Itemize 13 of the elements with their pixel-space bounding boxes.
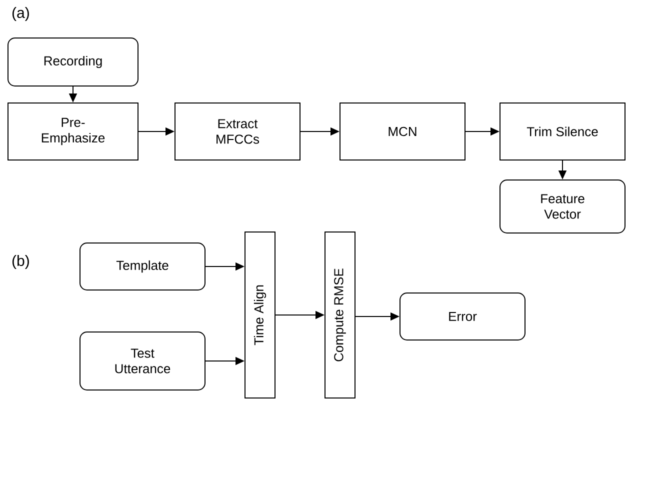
process-box: Trim Silence [500,102,626,160]
rounded-box: Error [400,292,526,340]
panel-label: (a) [12,7,29,21]
rounded-box: Recording [8,38,138,86]
process-box: Time Align [244,232,276,398]
process-box: Pre- Emphasize [8,102,138,160]
process-box: MCN [340,102,466,160]
process-box: Compute RMSE [324,232,356,398]
rounded-box: Feature Vector [500,180,626,234]
rounded-box: Template [80,242,206,290]
rounded-box: Test Utterance [80,332,206,390]
process-box: Extract MFCCs [174,102,300,160]
panel-label: (b) [12,255,29,269]
